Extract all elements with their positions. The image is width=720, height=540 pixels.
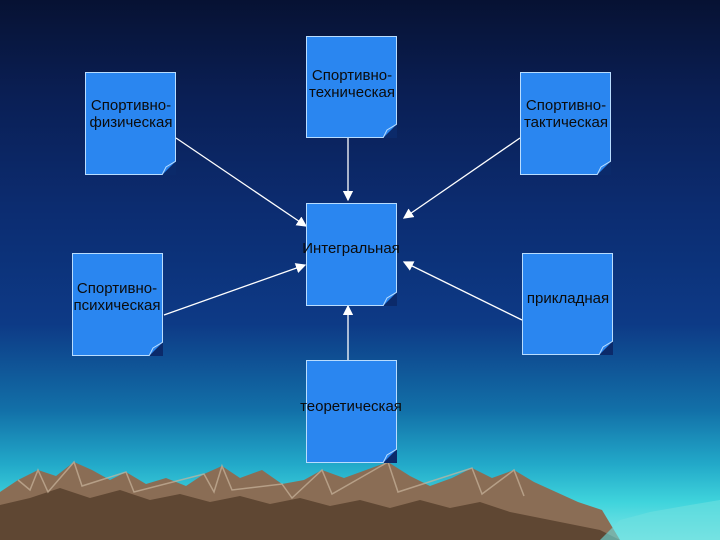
page-fold-icon bbox=[597, 161, 611, 175]
node-fizicheskaya-label: Спортивно- физическая bbox=[89, 97, 173, 131]
node-tekhnicheskaya-card bbox=[306, 36, 397, 138]
page-fold-icon bbox=[383, 124, 397, 138]
arrow-psikhicheskaya-to-integralnaya bbox=[163, 263, 307, 316]
node-prikladnaya-card bbox=[522, 253, 613, 355]
node-takticheskaya-card bbox=[520, 72, 611, 175]
arrow-takticheskaya-to-integralnaya bbox=[402, 137, 521, 219]
arrow-prikladnaya-to-integralnaya bbox=[402, 261, 523, 321]
arrow-fizicheskaya-to-integralnaya bbox=[175, 137, 308, 227]
node-teoreticheskaya-card bbox=[306, 360, 397, 463]
node-psikhicheskaya-card bbox=[72, 253, 163, 356]
node-teoreticheskaya-label: теоретическая bbox=[300, 398, 402, 415]
node-psikhicheskaya-label: Спортивно- психическая bbox=[73, 280, 161, 314]
page-fold-icon bbox=[383, 449, 397, 463]
node-fizicheskaya-card bbox=[85, 72, 176, 175]
node-integralnaya-card bbox=[306, 203, 397, 306]
page-fold-icon bbox=[383, 292, 397, 306]
node-takticheskaya-label: Спортивно- тактическая bbox=[523, 97, 609, 131]
page-fold-icon bbox=[599, 341, 613, 355]
node-integralnaya-label: Интегральная bbox=[302, 240, 400, 257]
page-fold-icon bbox=[149, 342, 163, 356]
node-tekhnicheskaya-label: Спортивно- техническая bbox=[309, 67, 395, 101]
node-prikladnaya-label: прикладная bbox=[526, 290, 610, 307]
page-fold-icon bbox=[162, 161, 176, 175]
